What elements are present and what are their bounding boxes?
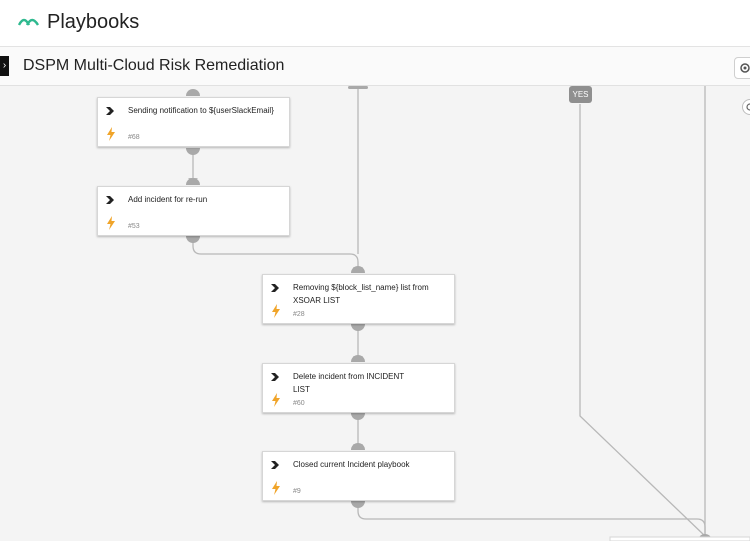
task-name: Delete incident from INCIDENT LIST bbox=[293, 372, 404, 394]
task-name: Sending notification to ${userSlackEmail… bbox=[128, 106, 274, 115]
port-bottom bbox=[351, 324, 365, 331]
app-header: Playbooks bbox=[0, 0, 750, 47]
expand-sidebar-button[interactable]: › bbox=[0, 56, 9, 76]
connector-line bbox=[357, 502, 706, 536]
chevron-right-icon bbox=[106, 196, 114, 204]
port-top bbox=[351, 443, 365, 450]
playbook-title: DSPM Multi-Cloud Risk Remediation bbox=[23, 57, 285, 74]
task-name: Removing ${block_list_name} list from XS… bbox=[293, 283, 429, 305]
task-number: #9 bbox=[293, 488, 301, 495]
port-top bbox=[186, 178, 200, 185]
connectors-layer bbox=[186, 86, 750, 541]
task-card[interactable]: Removing ${block_list_name} list from XS… bbox=[262, 274, 455, 324]
playbook-canvas[interactable]: YES Sending notification to ${userSlackE… bbox=[0, 86, 750, 541]
connector-line bbox=[579, 104, 706, 537]
chevron-right-icon: › bbox=[2, 60, 7, 71]
chevron-right-icon bbox=[106, 107, 114, 115]
port-bottom bbox=[351, 501, 365, 508]
lightning-bolt-icon bbox=[272, 393, 280, 407]
lightning-bolt-icon bbox=[107, 216, 115, 230]
task-name: Add incident for re-run bbox=[128, 195, 208, 204]
xsoar-logo-icon bbox=[18, 18, 40, 26]
task-number: #28 bbox=[293, 311, 305, 318]
settings-button[interactable] bbox=[734, 57, 750, 79]
task-name: Closed current Incident playbook bbox=[293, 460, 410, 469]
task-card[interactable]: Delete incident from INCIDENT LIST #60 bbox=[262, 363, 455, 413]
playbook-toolbar bbox=[0, 47, 750, 86]
task-number: #53 bbox=[128, 223, 140, 230]
chevron-right-icon bbox=[271, 461, 279, 469]
port-stub bbox=[348, 86, 368, 89]
connector-line bbox=[192, 236, 359, 267]
port-bottom bbox=[186, 236, 200, 243]
task-card[interactable]: Sending notification to ${userSlackEmail… bbox=[97, 97, 290, 147]
port-top bbox=[186, 89, 200, 96]
branch-condition-badge[interactable]: YES bbox=[569, 86, 592, 103]
zoom-button[interactable] bbox=[742, 99, 750, 115]
zoom-icon bbox=[746, 103, 750, 111]
lightning-bolt-icon bbox=[272, 304, 280, 318]
port-bottom bbox=[186, 148, 200, 155]
lightning-bolt-icon bbox=[272, 481, 280, 495]
gear-icon bbox=[740, 63, 750, 73]
next-task-edge bbox=[609, 536, 750, 541]
task-card[interactable]: Closed current Incident playbook #9 bbox=[262, 451, 455, 501]
lightning-bolt-icon bbox=[107, 127, 115, 141]
page-title: Playbooks bbox=[47, 11, 140, 33]
task-number: #68 bbox=[128, 134, 140, 141]
task-card[interactable]: Add incident for re-run #53 bbox=[97, 186, 290, 236]
port-top bbox=[351, 355, 365, 362]
chevron-right-icon bbox=[271, 373, 279, 381]
chevron-right-icon bbox=[271, 284, 279, 292]
port-bottom bbox=[351, 413, 365, 420]
task-number: #60 bbox=[293, 400, 305, 407]
port-top bbox=[351, 266, 365, 273]
